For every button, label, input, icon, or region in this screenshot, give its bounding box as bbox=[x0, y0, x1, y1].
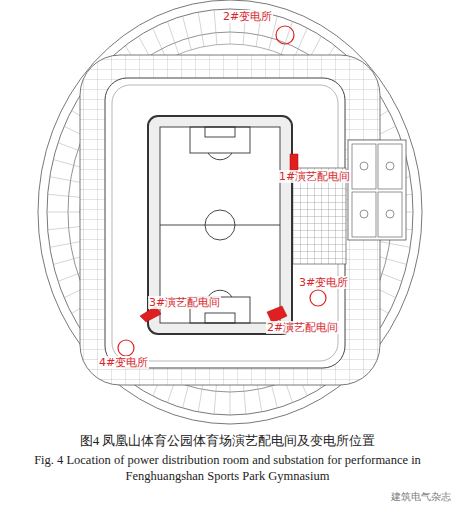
radial-wall bbox=[167, 21, 178, 54]
substation-label: 2#变电所 bbox=[222, 10, 273, 23]
radial-wall bbox=[214, 10, 217, 45]
substation-label: 4#变电所 bbox=[98, 356, 149, 369]
caption: 图4 凤凰山体育公园体育场演艺配电间及变电所位置 bbox=[0, 432, 455, 450]
substation-label: 3#变电所 bbox=[298, 276, 349, 289]
radial-wall bbox=[48, 227, 81, 230]
room-label: 1#演艺配电间 bbox=[278, 170, 351, 183]
radial-wall bbox=[47, 212, 80, 213]
radial-wall bbox=[50, 241, 83, 247]
radial-wall bbox=[183, 16, 192, 50]
room-label: 3#演艺配电间 bbox=[148, 296, 221, 309]
radial-wall bbox=[48, 194, 81, 197]
room-label: 2#演艺配电间 bbox=[266, 321, 339, 334]
caption-english: Fig. 4 Location of power distribution ro… bbox=[8, 452, 447, 484]
radial-wall bbox=[198, 12, 204, 47]
stadium-plan bbox=[0, 0, 455, 430]
watermark: 建筑电气杂志 bbox=[391, 490, 451, 504]
radial-wall bbox=[378, 241, 411, 247]
radial-wall bbox=[50, 177, 83, 183]
